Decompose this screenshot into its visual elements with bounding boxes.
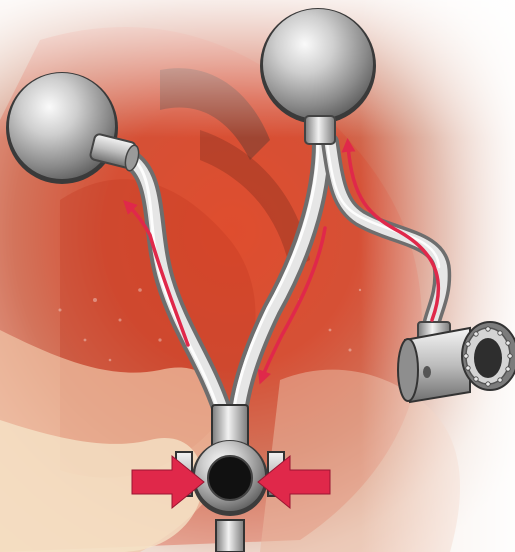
right-bulb-neck bbox=[305, 116, 335, 144]
valve-core bbox=[208, 456, 252, 500]
